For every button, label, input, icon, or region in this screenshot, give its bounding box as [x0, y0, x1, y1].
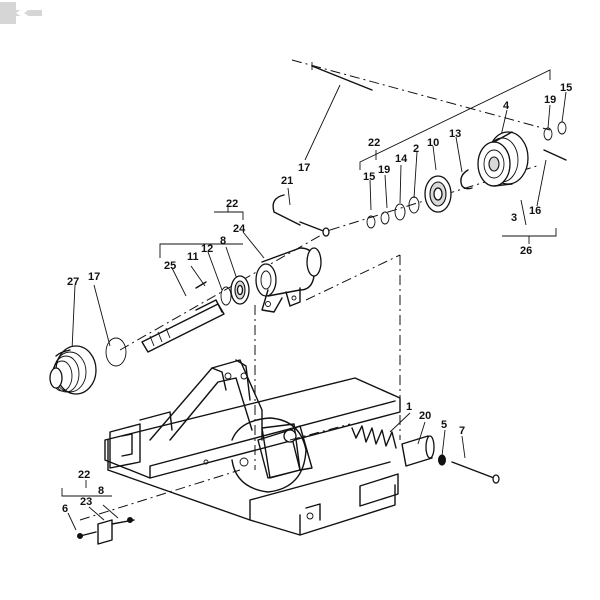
assembly-lines	[79, 59, 551, 521]
label-12: 12	[201, 243, 213, 255]
part-4-pulley	[477, 131, 529, 187]
label-16: 16	[529, 205, 541, 217]
part-15-washer-left	[366, 215, 376, 229]
part-27-pulley	[49, 345, 97, 395]
part-17-ring	[105, 337, 127, 367]
label-19-left: 19	[378, 164, 390, 176]
part-19-washer-right	[543, 127, 553, 141]
label-22-left: 22	[226, 198, 238, 210]
frame-assembly	[104, 359, 401, 536]
label-8-bottom: 8	[98, 485, 104, 497]
label-8-top: 8	[220, 235, 226, 247]
part-labels: 17 21 22 24 25 11 12 8 27 17 22 15 19 14…	[62, 82, 572, 515]
label-13: 13	[449, 128, 461, 140]
part-19-washer-left	[380, 211, 390, 225]
label-3: 3	[511, 212, 517, 224]
label-23: 23	[80, 496, 92, 508]
part-8-bearing	[230, 275, 250, 305]
label-20: 20	[419, 410, 431, 422]
part-5-washer	[438, 454, 446, 466]
label-27: 27	[67, 276, 79, 288]
label-19-right: 19	[544, 94, 556, 106]
label-21: 21	[281, 175, 293, 187]
label-2: 2	[413, 143, 419, 155]
part-18-rod	[311, 62, 373, 91]
part-23-bracket	[97, 519, 135, 545]
label-22-bottom: 22	[78, 469, 90, 481]
part-25-shaft	[141, 299, 225, 353]
part-15-washer-right	[557, 121, 567, 135]
part-7-bolt	[451, 461, 500, 484]
part-14-ring	[394, 203, 406, 221]
brand-logo: K	[0, 2, 42, 24]
group-brackets	[61, 69, 557, 497]
part-12-circlip	[220, 286, 232, 306]
label-14: 14	[395, 153, 408, 165]
label-18: 17	[298, 162, 310, 174]
part-13-circlip	[460, 169, 473, 190]
label-5: 5	[441, 419, 447, 431]
label-1: 1	[406, 401, 412, 413]
part-20-bushing	[401, 435, 435, 467]
label-6: 6	[62, 503, 68, 515]
part-16-pin	[543, 149, 567, 161]
label-15-right: 15	[560, 82, 572, 94]
part-8-bolt	[127, 517, 133, 523]
part-2-ring	[408, 196, 420, 214]
part-10-bearing	[424, 175, 452, 213]
label-22-right: 22	[368, 137, 380, 149]
part-11-pin	[195, 281, 207, 289]
label-11: 11	[187, 251, 199, 263]
label-10: 10	[427, 137, 439, 149]
part-21-hook-pin	[272, 194, 330, 237]
label-25: 25	[164, 260, 176, 272]
label-4: 4	[503, 100, 510, 112]
label-17: 17	[88, 271, 100, 283]
label-26: 26	[520, 245, 532, 257]
part-1-spring	[351, 425, 397, 449]
label-24: 24	[233, 223, 246, 235]
part-6-bolt	[77, 531, 97, 539]
label-15-left: 15	[363, 171, 375, 183]
part-24-housing	[255, 247, 322, 313]
label-7: 7	[459, 425, 465, 437]
